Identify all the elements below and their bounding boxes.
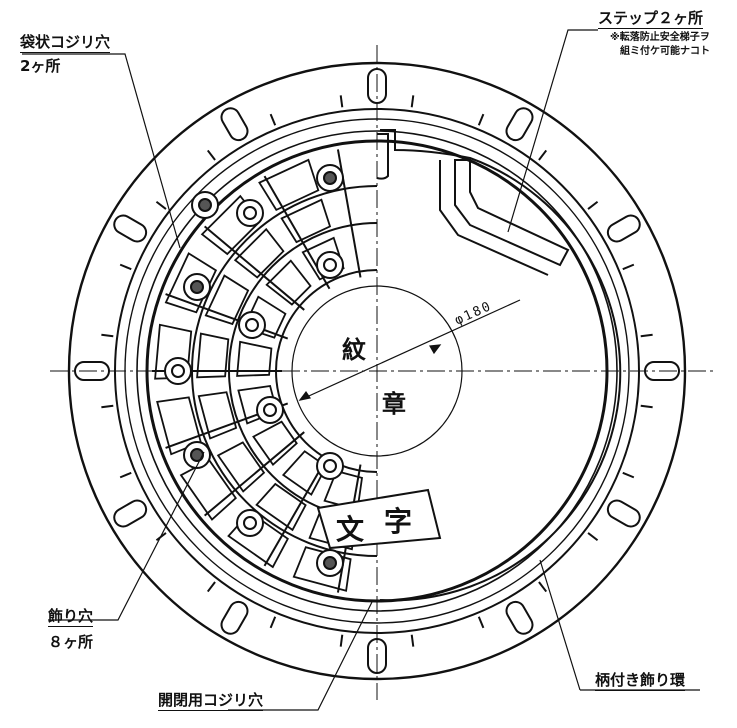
pattern-cell — [255, 482, 307, 532]
pattern-cell — [204, 274, 250, 326]
frame-slot — [505, 600, 534, 635]
pattern-cell — [196, 332, 230, 379]
frame-tick — [622, 263, 635, 271]
frame-tick — [477, 113, 485, 126]
pattern-cell — [154, 323, 193, 380]
frame-tick — [269, 616, 277, 629]
label-decor-hole: 飾り穴 — [48, 607, 94, 627]
decor-hole — [190, 448, 204, 462]
decor-hole — [263, 403, 277, 417]
pattern-cell — [233, 227, 285, 279]
frame-tick — [538, 149, 548, 161]
frame-tick — [206, 149, 216, 161]
pattern-cell — [281, 450, 328, 496]
frame-tick — [410, 634, 415, 647]
frame-slot — [606, 214, 641, 243]
frame-tick — [538, 581, 548, 593]
frame-slot — [220, 107, 249, 142]
pattern-cell — [280, 198, 332, 244]
decor-hole — [323, 258, 337, 272]
frame-tick — [640, 404, 653, 409]
pattern-cell — [236, 340, 273, 377]
frame-tick — [622, 471, 635, 479]
decor-hole — [323, 556, 337, 570]
dimension-line — [299, 299, 521, 401]
frame-tick — [477, 616, 485, 629]
frame-slots — [74, 68, 680, 674]
pattern-cell — [179, 459, 237, 521]
frame-slot — [505, 107, 534, 142]
frame-ticks — [101, 95, 653, 647]
frame-slot — [220, 600, 249, 635]
frame-tick — [119, 471, 132, 479]
crest-char-2: 章 — [382, 389, 406, 418]
frame-tick — [339, 95, 344, 108]
text-char-2: 字 — [384, 505, 413, 538]
right-cover-edge — [376, 129, 622, 602]
text-plate — [316, 488, 442, 550]
crest-char-1: 紋 — [342, 335, 366, 364]
label-step-note1: ※転落防止安全梯子ヲ — [610, 32, 710, 43]
frame-tick — [587, 200, 599, 210]
frame-slot — [113, 499, 148, 528]
pattern-radial — [203, 225, 305, 311]
decor-hole — [323, 171, 337, 185]
pattern-cell — [323, 470, 364, 511]
decor-hole — [243, 516, 257, 530]
decor-hole — [198, 198, 212, 212]
frame-slot — [606, 499, 641, 528]
decor-hole — [323, 459, 337, 473]
frame-tick — [640, 333, 653, 338]
frame-tick — [119, 263, 132, 271]
pattern-cell — [200, 194, 262, 256]
frame-slot — [113, 214, 148, 243]
label-open-hole: 開閉用コジリ穴 — [158, 691, 264, 711]
decor-holes — [164, 164, 344, 577]
frame-tick — [587, 532, 599, 542]
frame-tick — [101, 333, 114, 338]
frame-tick — [155, 200, 167, 210]
decor-hole — [190, 280, 204, 294]
pattern-cell — [252, 420, 298, 467]
text-char-1: 文 — [336, 513, 365, 546]
pattern-cell — [292, 546, 352, 592]
label-step-note2: 組ミ付ケ可能ナコト — [620, 46, 710, 57]
decor-hole — [243, 206, 257, 220]
decor-hole — [245, 318, 259, 332]
frame-tick — [269, 113, 277, 126]
pattern-cell — [237, 384, 278, 425]
decor-hole — [171, 364, 185, 378]
pattern-radial — [203, 431, 305, 517]
step-recess — [439, 159, 570, 276]
pattern-cell — [258, 158, 320, 212]
label-pocket-hole-count: 2ヶ所 — [20, 57, 61, 75]
frame-tick — [410, 95, 415, 108]
label-ring: 柄付き飾り環 — [595, 671, 686, 691]
label-decor-hole-count: ８ヶ所 — [48, 633, 94, 651]
frame-tick — [101, 404, 114, 409]
pattern-cell — [156, 396, 202, 456]
pattern-cell — [197, 391, 238, 440]
label-pocket-hole: 袋状コジリ穴 — [20, 33, 111, 53]
frame-tick — [206, 581, 216, 593]
frame-tick — [339, 634, 344, 647]
pattern-radial — [165, 293, 289, 340]
label-step: ステップ２ヶ所 — [598, 9, 704, 29]
pattern-cell — [216, 441, 266, 493]
pattern-cells — [154, 158, 364, 592]
pattern-cell — [265, 259, 312, 306]
